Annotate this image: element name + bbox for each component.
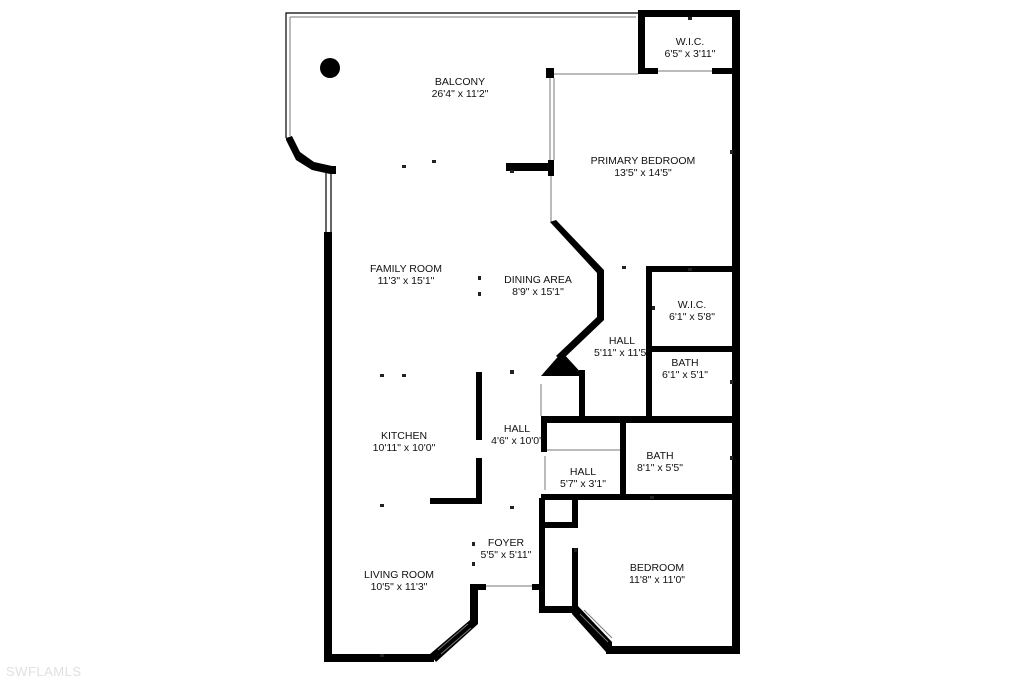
balcony-post-icon [320,58,340,78]
living-room-dim: 10'5" x 11'3" [371,581,428,593]
hall-2-dim: 4'6" x 10'0" [491,435,543,447]
foyer-name: FOYER [488,537,525,549]
living-room-name: LIVING ROOM [364,569,434,581]
primary-bedroom-dim: 13'5" x 14'5" [614,167,672,179]
watermark-text: SWFLAMLS [6,664,82,679]
bath-2-name: BATH [646,450,673,462]
bath-1-name: BATH [671,357,698,369]
wic-top-dim: 6'5" x 3'11" [665,48,716,60]
dining-area-dim: 8'9" x 15'1" [512,286,564,298]
balcony-dim: 26'4" x 11'2" [432,88,489,100]
hall-1-dim: 5'11" x 11'5" [594,347,650,359]
bedroom-dim: 11'8" x 11'0" [629,574,685,586]
wic-top-name: W.I.C. [676,36,705,48]
kitchen-dim: 10'11" x 10'0" [373,442,436,454]
markers [380,17,733,657]
primary-bedroom-name: PRIMARY BEDROOM [591,155,696,167]
family-room-dim: 11'3" x 15'1" [378,275,435,287]
foyer-dim: 5'5" x 5'11" [481,549,532,561]
hall-1-name: HALL [609,335,635,347]
hall-3-dim: 5'7" x 3'1" [560,478,606,490]
bath-1-dim: 6'1" x 5'1" [662,369,708,381]
room-labels: BALCONY 26'4" x 11'2" W.I.C. 6'5" x 3'11… [364,36,716,593]
balcony-outline [285,12,640,232]
wic-mid-name: W.I.C. [678,299,707,311]
hall-2-name: HALL [504,423,530,435]
walls [286,10,740,662]
bath-2-dim: 8'1" x 5'5" [637,462,683,474]
family-room-name: FAMILY ROOM [370,263,442,275]
kitchen-name: KITCHEN [381,430,427,442]
dining-area-name: DINING AREA [504,274,572,286]
hall-3-name: HALL [570,466,596,478]
bedroom-name: BEDROOM [630,562,684,574]
wic-mid-dim: 6'1" x 5'8" [669,311,715,323]
balcony-name: BALCONY [435,76,485,88]
